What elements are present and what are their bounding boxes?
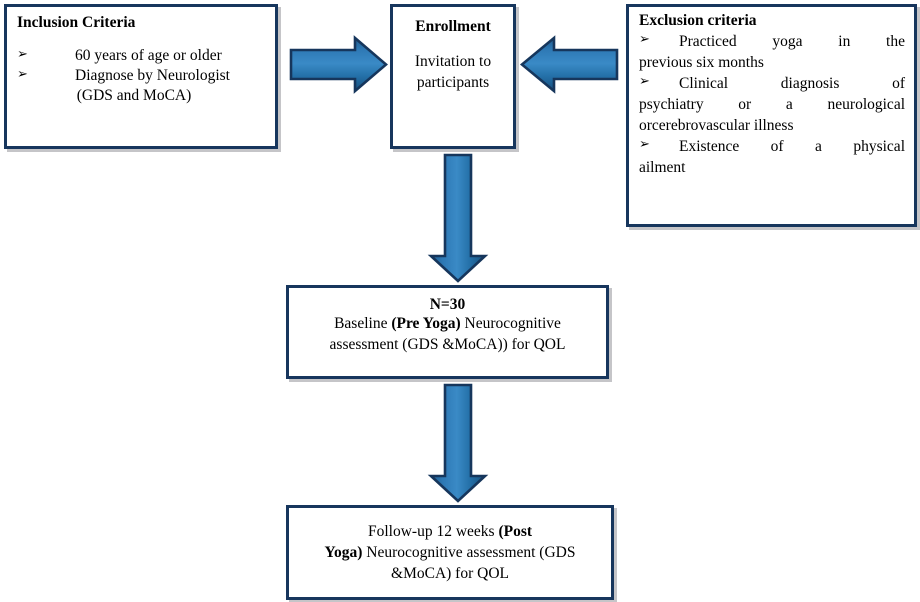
exclusion-list-item: ➢ Clinical diagnosis of <box>639 73 905 94</box>
baseline-sample-size: N=30 <box>429 296 466 313</box>
inclusion-list-item: ➢ Diagnose by Neurologist <box>17 66 267 86</box>
exclusion-item-continuation: psychiatry or a neurological <box>639 96 905 114</box>
followup-line-2-post: Neurocognitive assessment (GDS <box>362 543 576 561</box>
arrow-baseline-to-followup <box>427 383 489 503</box>
followup-assessment-box: Follow-up 12 weeks (Post Yoga) Neurocogn… <box>286 505 614 600</box>
enrollment-box: Enrollment Invitation to participants <box>390 4 516 149</box>
inclusion-item-continuation: (GDS and MoCA) <box>76 87 192 105</box>
enrollment-title: Enrollment <box>415 18 491 35</box>
arrow-enrollment-to-baseline <box>427 153 489 283</box>
exclusion-item-text: Practiced yoga in the <box>679 32 905 50</box>
followup-yoga-emphasis: Yoga) <box>324 543 363 561</box>
inclusion-criteria-box: Inclusion Criteria ➢ 60 years of age or … <box>4 4 278 149</box>
exclusion-item-continuation: previous six months <box>639 53 764 71</box>
baseline-line-1-pre: Baseline <box>334 315 392 333</box>
baseline-line-2: assessment (GDS &MoCA)) for QOL <box>329 335 566 353</box>
baseline-assessment-box: N=30 Baseline (Pre Yoga) Neurocognitive … <box>286 285 609 379</box>
exclusion-list-item: ➢ Existence of a physical <box>639 136 905 157</box>
inclusion-criteria-title: Inclusion Criteria <box>17 14 136 31</box>
enrollment-line-1: Invitation to <box>414 53 492 71</box>
followup-line-2: Yoga) Neurocognitive assessment (GDS <box>299 543 601 564</box>
exclusion-item-text: Existence of a physical <box>679 138 905 156</box>
exclusion-criteria-title: Exclusion criteria <box>639 12 757 29</box>
inclusion-item-text: 60 years of age or older <box>75 46 222 64</box>
exclusion-item-continuation: ailment <box>639 159 686 177</box>
arrow-bullet-icon: ➢ <box>17 46 28 62</box>
arrow-exclusion-to-enrollment <box>519 35 619 94</box>
arrow-bullet-icon: ➢ <box>17 67 28 83</box>
arrow-bullet-icon: ➢ <box>639 74 650 90</box>
arrow-inclusion-to-enrollment <box>289 35 389 94</box>
followup-post-emphasis: (Post <box>498 523 533 540</box>
followup-line-1-pre: Follow-up 12 weeks <box>367 523 499 540</box>
exclusion-criteria-box: Exclusion criteria ➢ Practiced yoga in t… <box>626 4 917 227</box>
baseline-line-1-post: Neurocognitive <box>460 315 561 333</box>
inclusion-list-item: ➢ 60 years of age or older <box>17 46 267 66</box>
exclusion-list-item: ➢ Practiced yoga in the <box>639 31 905 52</box>
inclusion-item-text: Diagnose by Neurologist <box>75 67 230 85</box>
arrow-bullet-icon: ➢ <box>639 31 650 47</box>
exclusion-item-text: Clinical diagnosis of <box>679 75 905 93</box>
exclusion-item-continuation: orcerebrovascular illness <box>639 117 794 135</box>
followup-line-3: &MoCA) for QOL <box>391 564 509 582</box>
baseline-pre-yoga-emphasis: (Pre Yoga) <box>391 315 461 333</box>
baseline-line-1: Baseline (Pre Yoga) Neurocognitive <box>298 314 597 334</box>
arrow-bullet-icon: ➢ <box>639 137 650 153</box>
followup-line-1: Follow-up 12 weeks (Post <box>299 522 601 543</box>
enrollment-line-2: participants <box>416 73 490 91</box>
